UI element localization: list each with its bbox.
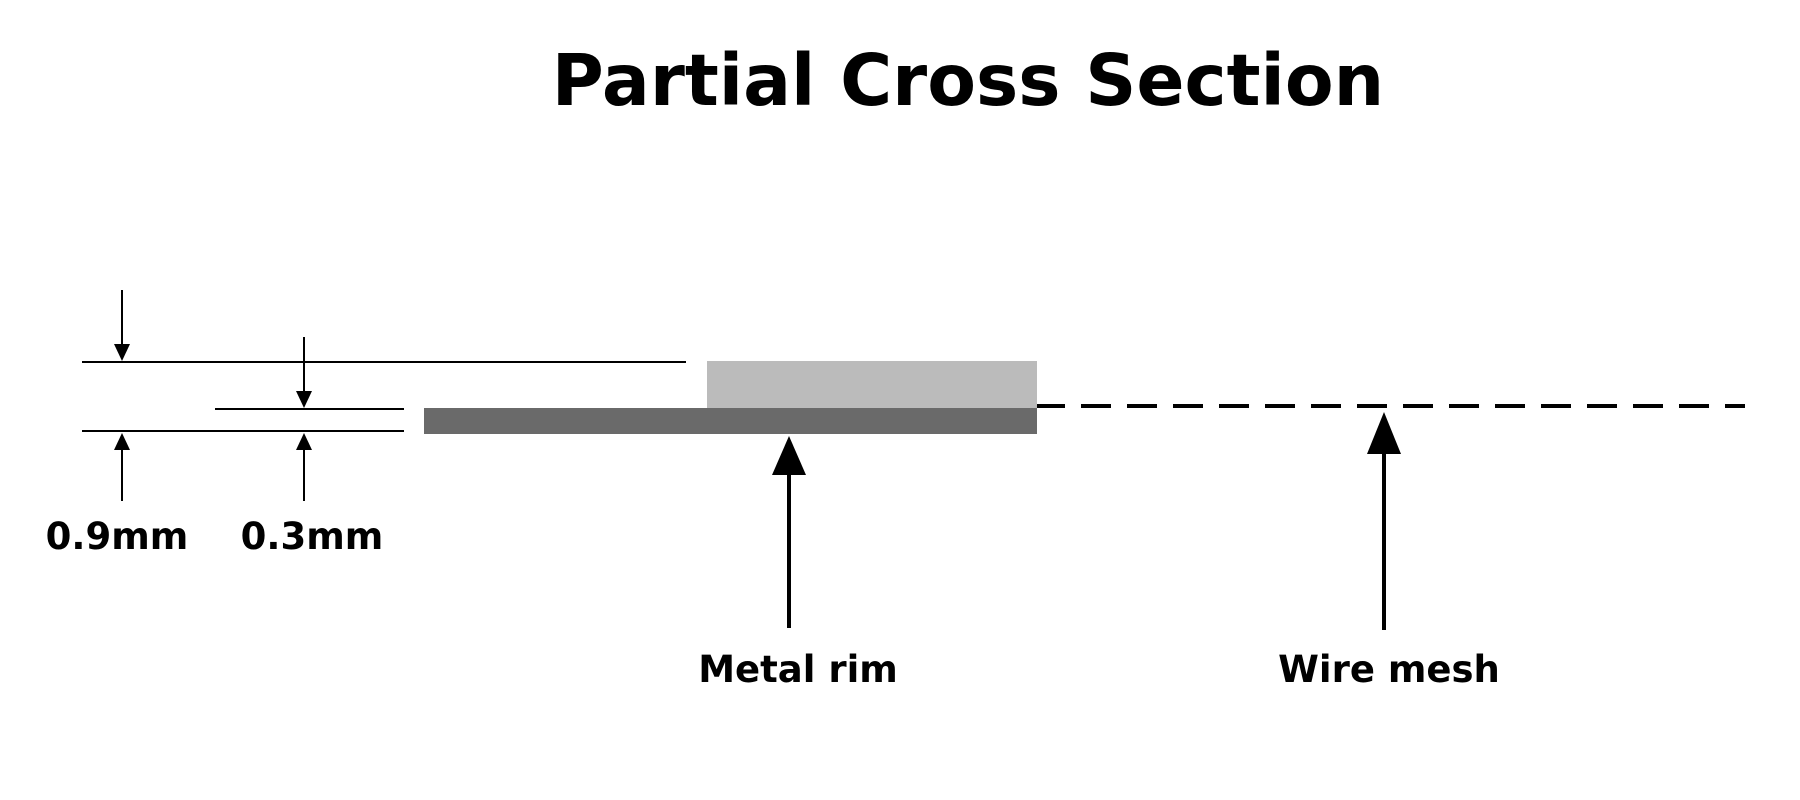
metal-rim-label: Metal rim	[698, 648, 898, 691]
wire-mesh-label: Wire mesh	[1278, 648, 1500, 691]
dimension-0-9mm-bottom-arrow-head	[114, 433, 130, 450]
dimension-0-9mm-top-arrow-head	[114, 344, 130, 361]
dimension-0-9mm-label: 0.9mm	[46, 515, 189, 558]
dimension-0-9mm-arrows	[114, 290, 130, 501]
wire-mesh-arrow-head	[1367, 412, 1401, 454]
wire-mesh-callout-arrow	[1367, 412, 1401, 630]
dimension-0-3mm-arrows	[296, 337, 312, 501]
diagram-title: Partial Cross Section	[552, 39, 1384, 122]
metal-rim-lower-strip	[424, 408, 1037, 434]
dimension-0-3mm-bottom-arrow-head	[296, 433, 312, 450]
dimension-0-3mm-top-arrow-head	[296, 391, 312, 408]
metal-rim-upper-block	[707, 361, 1037, 409]
dimension-0-3mm-label: 0.3mm	[241, 515, 384, 558]
metal-rim-callout-arrow	[772, 436, 806, 628]
metal-rim-arrow-head	[772, 436, 806, 475]
